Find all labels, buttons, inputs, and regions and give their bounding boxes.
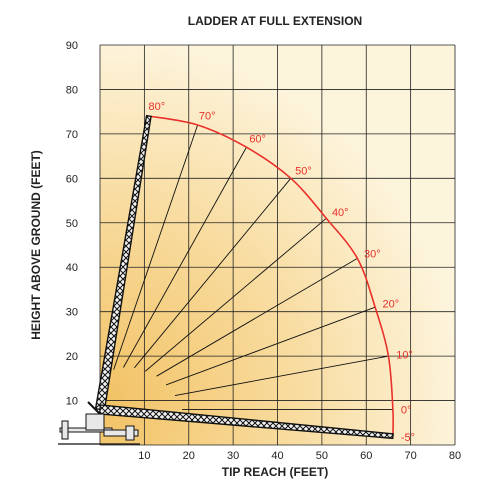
x-tick-label: 50 — [316, 450, 328, 462]
y-tick-label: 70 — [66, 129, 78, 141]
angle-label: 30° — [364, 248, 381, 260]
y-tick-label: 80 — [66, 84, 78, 96]
x-tick-label: 40 — [271, 450, 283, 462]
angle-line — [174, 355, 389, 397]
angle-label: 0° — [401, 404, 412, 416]
angle-lines — [113, 124, 393, 410]
angle-line — [156, 257, 358, 377]
x-tick-label: 30 — [227, 450, 239, 462]
reach-envelope-arc — [148, 115, 395, 437]
angle-label: 80° — [148, 101, 165, 113]
x-tick-label: 80 — [449, 450, 461, 462]
grid — [99, 44, 456, 446]
x-tick-label: 10 — [138, 450, 150, 462]
y-tick-label: 50 — [66, 218, 78, 230]
angle-label: 60° — [249, 133, 266, 145]
y-tick-label: 90 — [66, 40, 78, 52]
y-tick-label: 30 — [66, 307, 78, 319]
angle-line — [133, 178, 292, 369]
x-tick-label: 20 — [183, 450, 195, 462]
x-tick-label: 70 — [405, 450, 417, 462]
angle-line — [123, 147, 247, 368]
angle-labels: 80° 70° 60° 50° 40° 30° 20° 10° 0° -5° — [148, 101, 415, 444]
x-tick-labels: 10 20 30 40 50 60 70 80 — [138, 450, 461, 462]
angle-label: 20° — [382, 299, 399, 311]
angle-label: 50° — [295, 166, 312, 178]
angle-line — [144, 217, 327, 372]
angle-label: -5° — [401, 432, 415, 444]
ladder-section — [98, 404, 394, 440]
angle-line — [165, 306, 376, 386]
angle-line — [113, 124, 199, 370]
y-axis-label: HEIGHT ABOVE GROUND (FEET) — [29, 150, 43, 340]
y-tick-label: 20 — [66, 351, 78, 363]
truck-base-icon — [58, 401, 140, 445]
y-tick-label: 10 — [66, 396, 78, 408]
y-tick-label: 40 — [66, 262, 78, 274]
angle-label: 70° — [199, 111, 216, 123]
chart-title: LADDER AT FULL EXTENSION — [188, 14, 362, 28]
angle-label: 40° — [332, 207, 349, 219]
ladder-section — [94, 114, 152, 411]
x-axis-label: TIP REACH (FEET) — [222, 465, 328, 479]
y-tick-label: 60 — [66, 173, 78, 185]
y-tick-labels: 10 20 30 40 50 60 70 80 90 — [66, 40, 78, 408]
ladder-drawings — [94, 114, 394, 440]
angle-label: 10° — [396, 349, 413, 361]
x-tick-label: 60 — [360, 450, 372, 462]
